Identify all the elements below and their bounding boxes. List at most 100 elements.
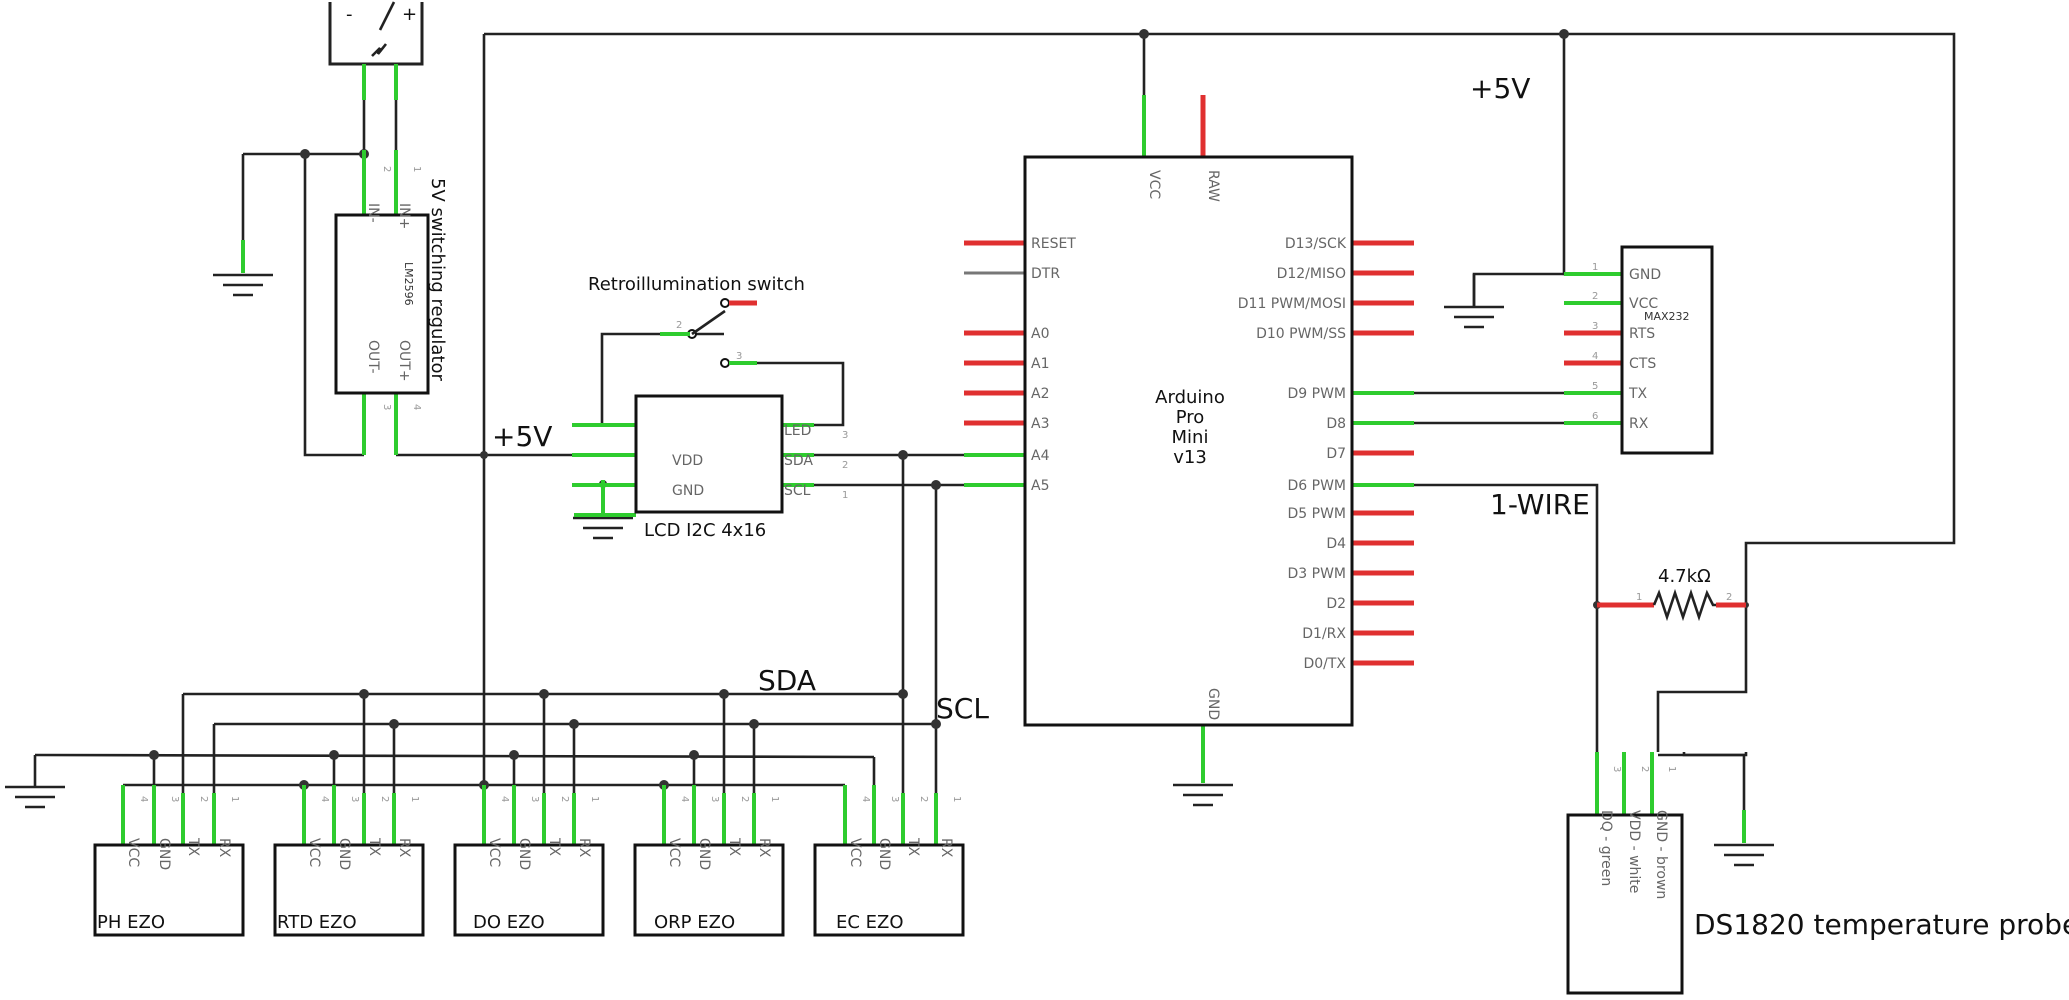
svg-text:3: 3 xyxy=(349,796,360,802)
svg-text:A0: A0 xyxy=(1031,326,1049,342)
svg-text:3: 3 xyxy=(1592,321,1598,332)
svg-text:6: 6 xyxy=(1592,411,1598,422)
ezo-orp: VCC GND TX RX 4 3 2 1 ORP EZO xyxy=(633,785,785,937)
svg-text:D10 PWM/SS: D10 PWM/SS xyxy=(1256,326,1346,342)
svg-text:1: 1 xyxy=(951,796,962,802)
svg-text:Arduino: Arduino xyxy=(1155,387,1225,408)
svg-text:RX: RX xyxy=(1629,416,1649,432)
svg-text:3: 3 xyxy=(1611,766,1622,772)
svg-text:VCC: VCC xyxy=(1629,296,1658,312)
ground-icon xyxy=(213,240,273,297)
svg-text:4: 4 xyxy=(499,796,510,802)
svg-text:SCL: SCL xyxy=(784,483,811,499)
svg-text:D7: D7 xyxy=(1326,446,1346,462)
wires xyxy=(33,32,1956,810)
arduino-left-pin-labels: RESET DTR A0 A1 A2 A3 A4 A5 xyxy=(1031,236,1076,494)
svg-text:RX: RX xyxy=(756,838,772,858)
lcd-title: LCD I2C 4x16 xyxy=(644,520,766,541)
svg-text:VDD - white: VDD - white xyxy=(1626,810,1642,893)
svg-text:D2: D2 xyxy=(1326,596,1346,612)
svg-text:EC EZO: EC EZO xyxy=(836,912,904,933)
svg-text:4: 4 xyxy=(1592,351,1598,362)
svg-text:v13: v13 xyxy=(1173,447,1207,468)
svg-text:GND: GND xyxy=(876,838,892,870)
regulator-title: 5V switching regulator xyxy=(427,178,448,382)
svg-text:5: 5 xyxy=(1592,381,1598,392)
svg-text:D0/TX: D0/TX xyxy=(1303,656,1346,672)
regulator: 2 1 3 4 IN- IN+ OUT- OUT+ LM2596 5V swit… xyxy=(334,150,448,455)
regulator-chip-label: LM2596 xyxy=(402,262,415,306)
svg-text:TX: TX xyxy=(726,837,742,857)
svg-text:ORP EZO: ORP EZO xyxy=(654,912,735,933)
svg-text:2: 2 xyxy=(739,796,750,802)
jack-plus-label: + xyxy=(402,4,417,25)
svg-text:2: 2 xyxy=(198,796,209,802)
svg-text:Mini: Mini xyxy=(1172,427,1209,448)
svg-text:D13/SCK: D13/SCK xyxy=(1285,236,1347,252)
svg-text:RTS: RTS xyxy=(1629,326,1655,342)
svg-text:3: 3 xyxy=(736,351,742,362)
ground-symbols xyxy=(5,240,1774,867)
svg-text:3: 3 xyxy=(842,430,848,441)
svg-text:2: 2 xyxy=(842,460,848,471)
svg-text:3: 3 xyxy=(529,796,540,802)
svg-text:3: 3 xyxy=(709,796,720,802)
svg-text:1: 1 xyxy=(1592,262,1598,273)
svg-text:2: 2 xyxy=(381,166,392,172)
svg-text:DO EZO: DO EZO xyxy=(473,912,545,933)
svg-text:1: 1 xyxy=(769,796,780,802)
resistor-value: 4.7kΩ xyxy=(1658,566,1711,587)
svg-text:4: 4 xyxy=(860,796,871,802)
svg-text:RX: RX xyxy=(396,838,412,858)
svg-text:RAW: RAW xyxy=(1205,170,1221,202)
retroillumination-switch: 2 3 Retroillumination switch xyxy=(588,274,805,368)
switch-title: Retroillumination switch xyxy=(588,274,805,295)
svg-text:2: 2 xyxy=(559,796,570,802)
jack-minus-label: - xyxy=(346,4,353,25)
svg-text:A5: A5 xyxy=(1031,478,1049,494)
ds1820-probe: DQ - green VDD - white GND - brown 3 2 1… xyxy=(1566,752,2069,995)
svg-text:1: 1 xyxy=(1636,592,1642,603)
net-plus5v-left: +5V xyxy=(492,420,552,453)
svg-text:2: 2 xyxy=(1726,592,1732,603)
svg-text:4: 4 xyxy=(679,796,690,802)
svg-text:D1/RX: D1/RX xyxy=(1302,626,1346,642)
arduino-right-stubs xyxy=(1352,240,1414,666)
svg-text:GND: GND xyxy=(696,838,712,870)
svg-text:PH EZO: PH EZO xyxy=(97,912,165,933)
svg-text:D4: D4 xyxy=(1326,536,1346,552)
svg-text:VCC: VCC xyxy=(847,838,863,867)
svg-text:D5 PWM: D5 PWM xyxy=(1287,506,1346,522)
probe-title: DS1820 temperature probe xyxy=(1694,908,2069,941)
svg-text:4: 4 xyxy=(411,404,422,410)
ground-icon xyxy=(5,785,65,809)
svg-text:GND - brown: GND - brown xyxy=(1653,810,1669,899)
net-plus5v-right: +5V xyxy=(1470,72,1530,105)
svg-text:GND: GND xyxy=(672,483,704,499)
ezo-drops xyxy=(152,694,876,793)
svg-text:LED: LED xyxy=(784,423,811,439)
svg-text:1: 1 xyxy=(411,166,422,172)
svg-text:TX: TX xyxy=(546,837,562,857)
svg-text:D9 PWM: D9 PWM xyxy=(1287,386,1346,402)
svg-text:RESET: RESET xyxy=(1031,236,1076,252)
svg-text:GND: GND xyxy=(1629,267,1661,283)
svg-text:OUT-: OUT- xyxy=(365,340,381,374)
svg-text:A1: A1 xyxy=(1031,356,1049,372)
svg-text:1: 1 xyxy=(589,796,600,802)
svg-text:VDD: VDD xyxy=(672,453,703,469)
svg-text:VCC: VCC xyxy=(1146,170,1162,199)
svg-text:4: 4 xyxy=(138,796,149,802)
svg-text:VCC: VCC xyxy=(666,838,682,867)
svg-text:RX: RX xyxy=(938,838,954,858)
net-labels: +5V +5V SDA SCL 1-WIRE xyxy=(492,72,1590,725)
svg-text:1: 1 xyxy=(1666,766,1677,772)
svg-text:TX: TX xyxy=(1628,386,1648,402)
svg-text:Pro: Pro xyxy=(1176,407,1205,428)
net-sda: SDA xyxy=(758,664,816,697)
